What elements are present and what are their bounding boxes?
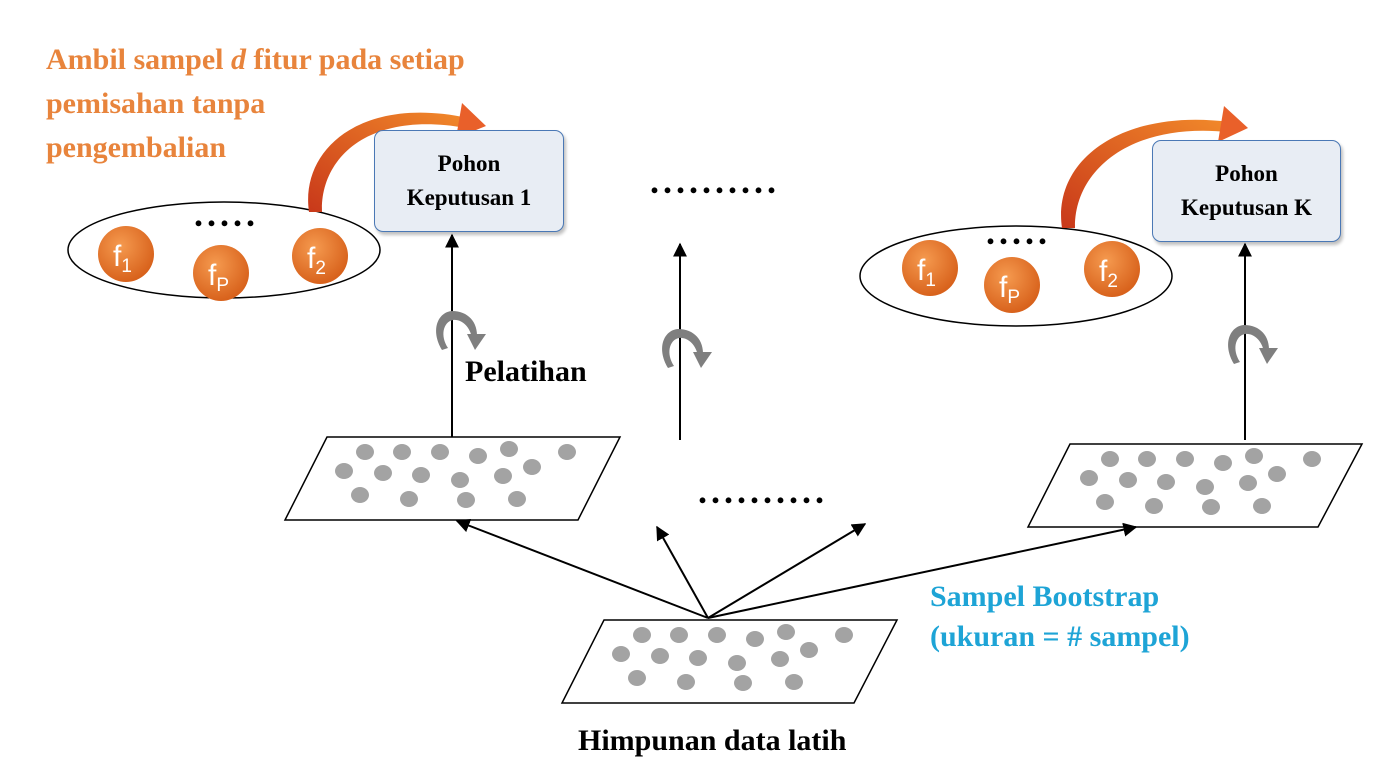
sample-dot-plane-1-10: [494, 468, 512, 484]
decision-tree-1-box: Pohon Keputusan 1: [374, 130, 564, 232]
bootstrap-arrow-3: [707, 523, 867, 619]
sample-dot-plane-k-13: [1145, 498, 1163, 514]
sample-dot-plane-k-8: [1157, 474, 1175, 490]
rotate-icon-k: [1228, 325, 1278, 364]
sample-dot-plane-k-7: [1119, 472, 1137, 488]
sample-dot-plane-root-6: [612, 646, 630, 662]
sample-dot-plane-k-12: [1096, 494, 1114, 510]
feature-f2-circle-k: f2: [1084, 241, 1140, 297]
sample-dot-plane-root-5: [835, 627, 853, 643]
tree-1-line2: Keputusan 1: [406, 185, 532, 210]
trees-ellipsis: ..........: [650, 161, 780, 201]
sample-dot-plane-1-5: [558, 444, 576, 460]
sample-dot-plane-root-9: [728, 655, 746, 671]
sample-dot-plane-root-1: [670, 627, 688, 643]
svg-text:fP: fP: [999, 271, 1020, 308]
sample-dot-plane-k-5: [1303, 451, 1321, 467]
feature-fp-circle: fP: [193, 245, 249, 301]
sample-dot-plane-1-15: [508, 491, 526, 507]
sample-dots: [335, 441, 1321, 691]
sample-dot-plane-root-13: [677, 674, 695, 690]
bootstrap-arrow-k: [707, 522, 1138, 619]
sample-dot-plane-k-10: [1239, 475, 1257, 491]
curved-arrow-icon-k: [1061, 106, 1248, 228]
sample-dot-plane-k-14: [1202, 499, 1220, 515]
sample-dot-plane-k-11: [1268, 466, 1286, 482]
sample-dot-plane-root-14: [734, 675, 752, 691]
sample-dot-plane-k-3: [1214, 455, 1232, 471]
feature-ellipsis-k: .....: [986, 212, 1051, 252]
sample-dot-plane-root-0: [633, 627, 651, 643]
sample-dot-plane-k-4: [1245, 448, 1263, 464]
sample-dot-plane-1-8: [412, 467, 430, 483]
tree-k-line1: Pohon: [1215, 161, 1278, 186]
rotate-icon-middle: [662, 329, 712, 368]
sample-dot-plane-root-15: [785, 674, 803, 690]
sample-dot-plane-1-13: [400, 491, 418, 507]
sample-dot-plane-1-11: [523, 459, 541, 475]
sample-dot-plane-1-7: [374, 465, 392, 481]
feature-sampling-title: Ambil sampel d fitur pada setiap pemisah…: [46, 43, 465, 164]
sample-dot-plane-root-4: [777, 624, 795, 640]
feature-f2-circle: f2: [292, 228, 348, 284]
curved-arrow-icon: [308, 103, 486, 212]
sample-dot-plane-root-2: [708, 627, 726, 643]
sample-dot-plane-k-6: [1080, 470, 1098, 486]
sample-dot-plane-k-2: [1176, 451, 1194, 467]
training-label: Pelatihan: [465, 355, 587, 388]
sample-dot-plane-1-3: [469, 448, 487, 464]
feature-f1-circle: f1: [98, 226, 154, 282]
bootstrap-arrow-2: [656, 525, 709, 619]
bootstrap-arrow-1: [455, 519, 709, 619]
sample-dot-plane-1-1: [393, 444, 411, 460]
sample-dot-plane-1-2: [431, 444, 449, 460]
sample-dot-plane-k-9: [1196, 479, 1214, 495]
bootstrap-sample-label: Sampel Bootstrap (ukuran = # sampel): [930, 580, 1190, 653]
decision-tree-k-box: Pohon Keputusan K: [1152, 140, 1341, 242]
svg-text:f2: f2: [307, 242, 326, 279]
training-dataset-label: Himpunan data latih: [578, 724, 847, 757]
sample-dot-plane-k-1: [1138, 451, 1156, 467]
sample-dot-plane-1-4: [500, 441, 518, 457]
sample-dot-plane-root-12: [628, 670, 646, 686]
sample-dot-plane-root-11: [800, 642, 818, 658]
svg-text:f2: f2: [1099, 255, 1118, 292]
rotate-icon: [436, 311, 486, 350]
svg-text:fP: fP: [208, 259, 229, 296]
sample-dot-plane-1-0: [356, 444, 374, 460]
sample-dot-plane-root-10: [771, 651, 789, 667]
samples-ellipsis: ..........: [698, 471, 828, 511]
feature-fp-circle-k: fP: [984, 257, 1040, 313]
sample-dot-plane-root-3: [746, 631, 764, 647]
feature-f1-circle-k: f1: [902, 240, 958, 296]
sample-dot-plane-k-15: [1253, 498, 1271, 514]
sample-dot-plane-root-8: [689, 650, 707, 666]
feature-ellipsis-1: .....: [194, 194, 259, 234]
tree-1-line1: Pohon: [437, 151, 501, 176]
svg-text:f1: f1: [113, 240, 132, 277]
svg-text:f1: f1: [917, 254, 936, 291]
tree-k-line2: Keputusan K: [1180, 195, 1312, 220]
sample-dot-plane-root-7: [651, 648, 669, 664]
sample-dot-plane-1-12: [351, 487, 369, 503]
sample-dot-plane-1-14: [457, 492, 475, 508]
sample-dot-plane-k-0: [1101, 451, 1119, 467]
sample-dot-plane-1-9: [451, 472, 469, 488]
sample-dot-plane-1-6: [335, 463, 353, 479]
